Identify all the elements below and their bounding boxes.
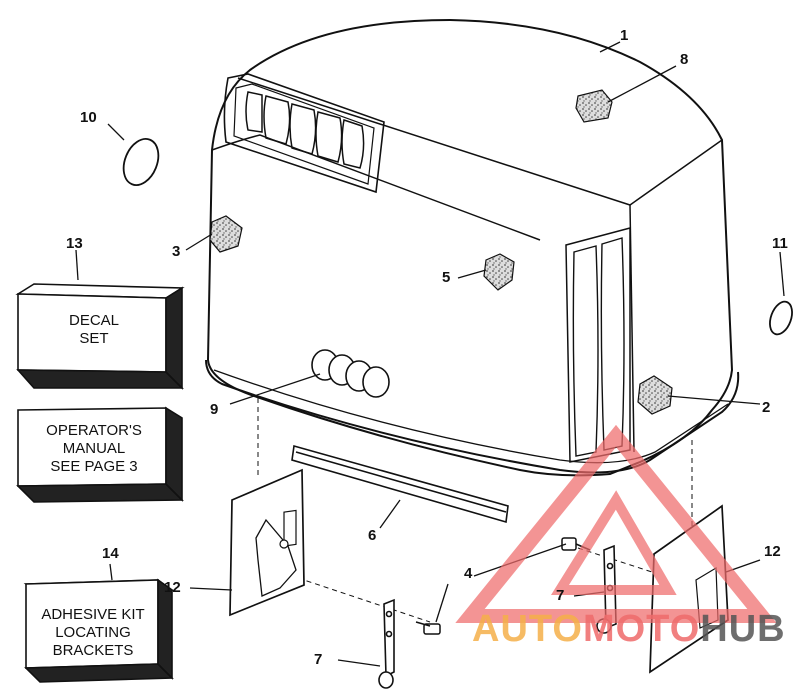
callout-9: 9 — [210, 401, 219, 418]
decal-3 — [209, 215, 243, 253]
operators-manual-label: OPERATOR'S MANUAL SEE PAGE 3 — [22, 422, 166, 476]
kit-line-3: BRACKETS — [52, 642, 134, 659]
manual-line-3: SEE PAGE 3 — [50, 458, 138, 475]
callout-10: 10 — [80, 109, 97, 126]
screw-4-upper — [561, 537, 591, 551]
watermark-part-3: HUB — [700, 608, 786, 650]
manual-line-1: OPERATOR'S — [46, 422, 142, 439]
watermark-part-1: AUTO — [472, 608, 583, 650]
bracket-12-left — [229, 468, 305, 617]
watermark-part-2: MOTO — [582, 608, 701, 650]
leader-lines — [75, 41, 785, 667]
decal-5 — [483, 253, 515, 291]
callout-7-left: 7 — [314, 651, 323, 668]
decal-8 — [575, 89, 613, 123]
decal-set-line-1: DECAL — [68, 312, 120, 329]
screw-4-lower — [415, 621, 441, 635]
callout-13: 13 — [66, 235, 83, 252]
decal-set-line-2: SET — [79, 330, 109, 347]
clip-7-lower — [378, 598, 395, 689]
decal-2 — [637, 375, 673, 415]
callout-12-right: 12 — [764, 543, 781, 560]
adhesive-kit-label: ADHESIVE KIT LOCATING BRACKETS — [28, 606, 158, 660]
callout-8: 8 — [680, 51, 689, 68]
kit-line-1: ADHESIVE KIT — [41, 606, 145, 623]
decal-set-label: DECAL SET — [24, 312, 164, 348]
callout-7-right: 7 — [556, 587, 565, 604]
kit-line-2: LOCATING — [55, 624, 131, 641]
plug-10 — [122, 138, 160, 186]
plug-11 — [769, 300, 793, 336]
seal-strip-6 — [291, 444, 509, 524]
callout-11: 11 — [772, 235, 788, 252]
box-adhesive-kit — [23, 578, 175, 683]
callout-5: 5 — [442, 269, 451, 286]
manual-line-2: MANUAL — [62, 440, 126, 457]
callout-4: 4 — [464, 565, 473, 582]
seal-discs-9 — [311, 349, 390, 398]
box-decal-set — [15, 283, 185, 390]
callout-6: 6 — [368, 527, 377, 544]
watermark-logo — [455, 424, 777, 623]
callout-1: 1 — [620, 27, 629, 44]
callout-3: 3 — [172, 243, 181, 260]
callout-12-left: 12 — [164, 579, 181, 596]
watermark-text: AUTOMOTOHUB — [472, 610, 786, 648]
callout-14: 14 — [102, 545, 119, 562]
callout-2: 2 — [762, 399, 771, 416]
box-operators-manual — [16, 406, 184, 503]
